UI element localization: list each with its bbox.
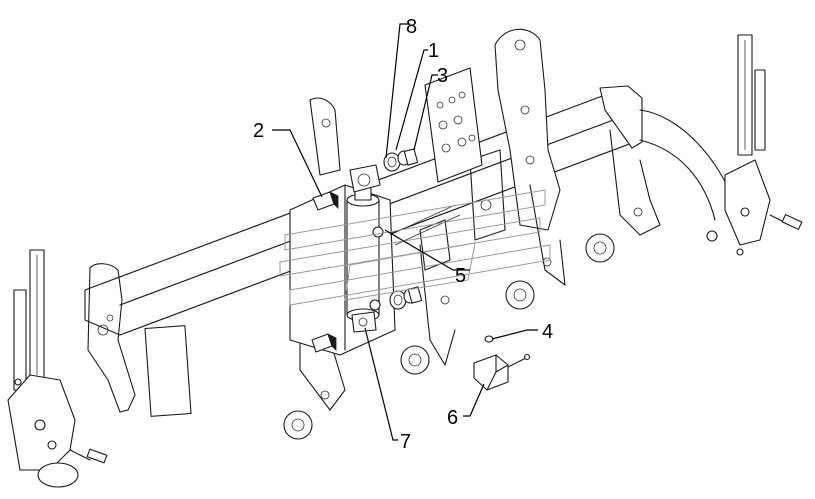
coulter-assembly-mid <box>400 244 456 375</box>
leader-1 <box>395 49 428 151</box>
fitting-seal <box>484 335 494 343</box>
leader-5 <box>384 229 470 271</box>
leader-4 <box>491 329 538 340</box>
left-lift-arm <box>7 249 108 488</box>
callout-6: 6 <box>447 407 458 429</box>
coulter-assembly-mid-right <box>505 184 566 310</box>
leader-6 <box>463 383 485 417</box>
callout-5: 5 <box>455 265 466 287</box>
perforated-mount-plate <box>424 67 483 183</box>
ball-valve <box>473 353 531 391</box>
callout-numbers: 8 1 3 2 5 4 6 7 <box>253 16 553 453</box>
callout-1: 1 <box>428 40 439 62</box>
callout-7: 7 <box>400 431 411 453</box>
callout-8: 8 <box>406 16 417 38</box>
callout-4: 4 <box>542 321 553 343</box>
leader-lines <box>272 23 538 441</box>
bolt-lower <box>403 286 423 304</box>
callout-3: 3 <box>437 65 448 87</box>
coulter-assembly-right <box>585 129 661 263</box>
leader-8 <box>385 23 410 159</box>
watermark-logo <box>279 189 551 306</box>
callout-2: 2 <box>253 120 264 142</box>
leader-3 <box>413 74 438 151</box>
bolt-upper <box>397 148 419 166</box>
leader-2 <box>272 129 323 198</box>
right-mount-plate <box>469 28 561 241</box>
right-lift-arm <box>639 34 803 256</box>
clevis-pin-lower <box>311 333 337 353</box>
hydraulic-cylinder <box>346 164 384 333</box>
washer-lower <box>389 290 407 310</box>
clevis-pin-upper <box>312 191 339 211</box>
leader-7 <box>364 327 398 441</box>
